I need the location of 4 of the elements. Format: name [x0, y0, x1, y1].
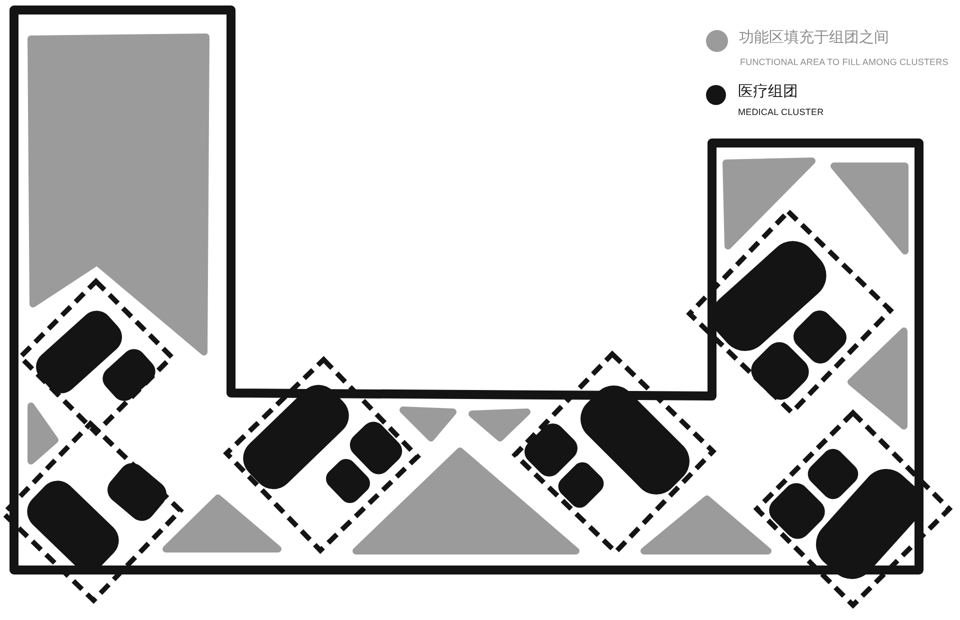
legend-note: MEDICAL CLUSTER: [738, 107, 824, 118]
legend-note: FUNCTIONAL AREA TO FILL AMONG CLUSTERS: [740, 57, 948, 68]
legend-text: 医疗组团: [738, 83, 798, 100]
legend-text: 功能区填充于组团之间: [739, 29, 889, 46]
